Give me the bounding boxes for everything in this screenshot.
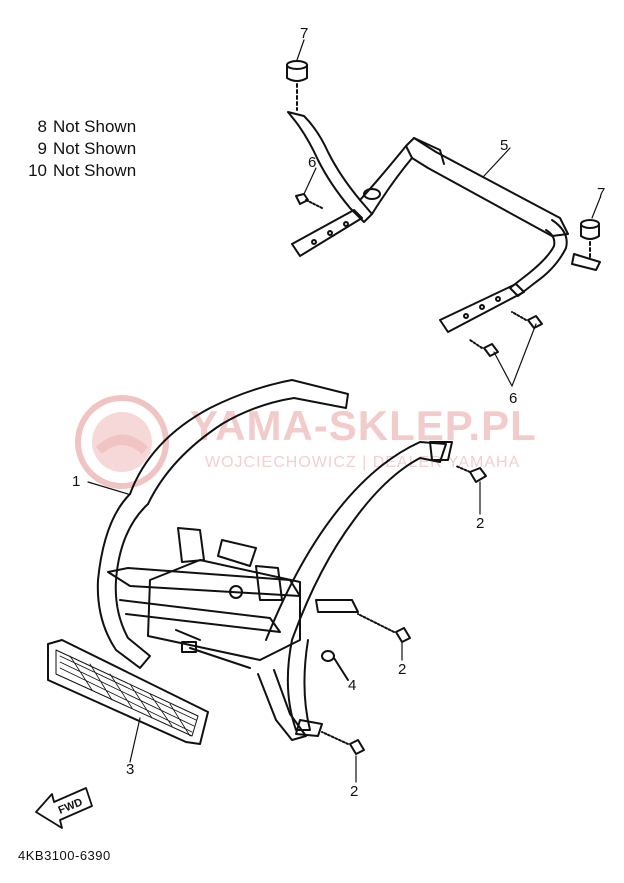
rubber-cap-7-right bbox=[580, 219, 600, 259]
watermark-text: YAMA-SKLEP.PL bbox=[190, 402, 537, 449]
callout-7-top: 7 bbox=[300, 25, 308, 42]
front-grille bbox=[47, 639, 209, 745]
callout-2-top: 2 bbox=[476, 515, 484, 532]
bolt-2-bottom bbox=[321, 731, 365, 755]
rear-bracket-assembly bbox=[286, 60, 601, 357]
callout-2-bottom: 2 bbox=[350, 783, 358, 800]
guard-right-tube bbox=[265, 441, 447, 731]
bracket-main-bar bbox=[359, 137, 569, 237]
callout-4: 4 bbox=[348, 677, 356, 694]
guard-left-tube bbox=[96, 493, 151, 669]
bracket-left-arm bbox=[287, 111, 373, 223]
callout-3: 3 bbox=[126, 761, 134, 778]
front-guard-frame bbox=[96, 379, 453, 741]
bracket-right-plate bbox=[439, 283, 525, 333]
bolt-6-right-b bbox=[469, 339, 499, 357]
callout-2-mid: 2 bbox=[398, 661, 406, 678]
fwd-arrow-icon: FWD bbox=[35, 787, 93, 829]
bracket-left-plate bbox=[291, 209, 363, 257]
watermark-logo-icon bbox=[75, 395, 169, 489]
callout-6-lower: 6 bbox=[509, 390, 517, 407]
bolt-2-mid bbox=[357, 613, 411, 643]
rubber-cap-7-top bbox=[286, 60, 308, 111]
callout-7-right: 7 bbox=[597, 185, 605, 202]
callout-1: 1 bbox=[72, 473, 80, 490]
guard-cross-tube bbox=[107, 567, 301, 597]
callout-6-upper: 6 bbox=[308, 154, 316, 171]
bolt-6-right-a bbox=[511, 311, 543, 329]
bolt-6-upper bbox=[295, 193, 323, 209]
callout-5: 5 bbox=[500, 137, 508, 154]
bolt-2-top bbox=[455, 465, 487, 483]
washer-4 bbox=[321, 650, 349, 681]
guard-upper-hoop bbox=[129, 379, 349, 505]
bracket-right-arm bbox=[509, 219, 568, 297]
diagram-code: 4KB3100-6390 bbox=[18, 848, 111, 863]
